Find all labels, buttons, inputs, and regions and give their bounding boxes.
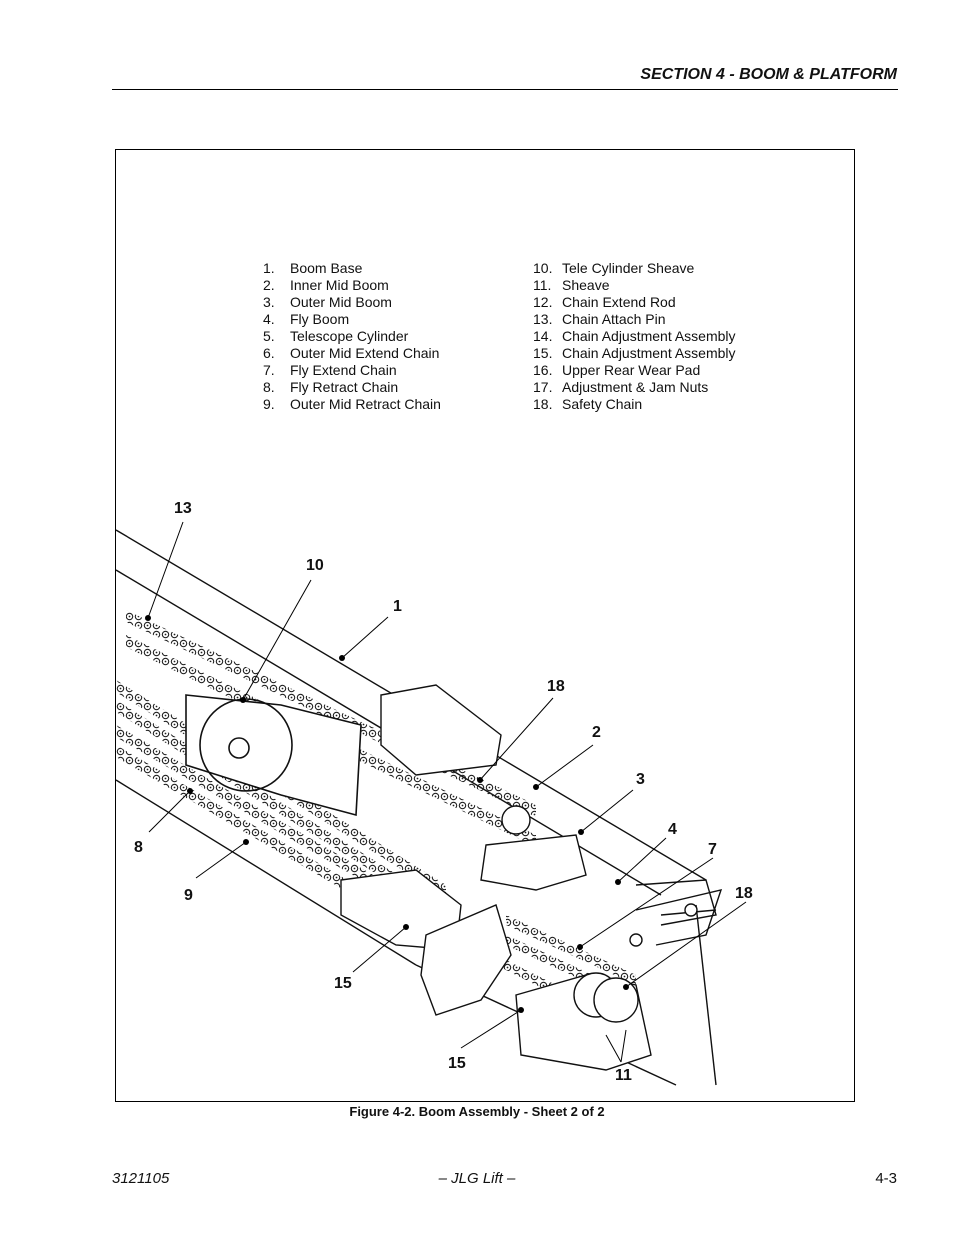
callout-dots xyxy=(145,615,629,1013)
legend-item: 17.Adjustment & Jam Nuts xyxy=(533,379,709,395)
callout-15-right: 15 xyxy=(448,1055,466,1072)
legend-item: 6.Outer Mid Extend Chain xyxy=(263,345,440,361)
legend-item: 13.Chain Attach Pin xyxy=(533,311,666,327)
callout-8: 8 xyxy=(134,839,143,856)
legend-item: 5.Telescope Cylinder xyxy=(263,328,409,344)
legend-item: 1.Boom Base xyxy=(263,260,363,276)
legend-item: 8.Fly Retract Chain xyxy=(263,379,399,395)
legend-item: 7.Fly Extend Chain xyxy=(263,362,397,378)
footer-page-number: 4-3 xyxy=(875,1170,897,1187)
legend-item: 9.Outer Mid Retract Chain xyxy=(263,396,441,412)
legend-item: 4.Fly Boom xyxy=(263,311,350,327)
callout-13: 13 xyxy=(174,500,192,517)
legend-item: 15.Chain Adjustment Assembly xyxy=(533,345,736,361)
callout-2: 2 xyxy=(592,724,601,741)
leader-lines xyxy=(147,521,747,1063)
callout-1: 1 xyxy=(393,598,402,615)
callout-10: 10 xyxy=(306,557,324,574)
legend-item: 11.Sheave xyxy=(533,277,610,293)
legend-item: 10.Tele Cylinder Sheave xyxy=(533,260,695,276)
figure-caption: Figure 4-2. Boom Assembly - Sheet 2 of 2 xyxy=(349,1104,605,1119)
callout-3: 3 xyxy=(636,771,645,788)
callout-18-upper: 18 xyxy=(547,678,565,695)
callout-7: 7 xyxy=(708,841,717,858)
legend-item: 2.Inner Mid Boom xyxy=(263,277,389,293)
callout-11: 11 xyxy=(615,1067,632,1084)
chain-bands xyxy=(116,610,636,1025)
legend-right-column: 10.Tele Cylinder Sheave 11.Sheave 12.Cha… xyxy=(533,260,736,413)
legend-item: 16.Upper Rear Wear Pad xyxy=(533,362,701,378)
legend-item: 14.Chain Adjustment Assembly xyxy=(533,328,736,344)
legend-item: 12.Chain Extend Rod xyxy=(533,294,676,310)
callout-15-left: 15 xyxy=(334,975,352,992)
header-rule xyxy=(112,89,898,90)
legend-left-column: 1.Boom Base 2.Inner Mid Boom 3.Outer Mid… xyxy=(263,260,441,413)
footer-doc-number: 3121105 xyxy=(112,1170,170,1187)
figure-frame xyxy=(115,149,855,1102)
callout-9: 9 xyxy=(184,887,193,904)
tele-cylinder-sheave-block xyxy=(185,694,362,817)
footer-publisher: – JLG Lift – xyxy=(438,1170,516,1187)
boom-assembly-drawing xyxy=(116,521,747,1086)
chain-adjustment-assemblies xyxy=(340,684,698,1071)
callout-18-lower: 18 xyxy=(735,885,753,902)
section-header-title: SECTION 4 - BOOM & PLATFORM xyxy=(640,66,897,83)
callout-4: 4 xyxy=(668,821,677,838)
legend-item: 3.Outer Mid Boom xyxy=(263,294,392,310)
legend-item: 18.Safety Chain xyxy=(533,396,643,412)
